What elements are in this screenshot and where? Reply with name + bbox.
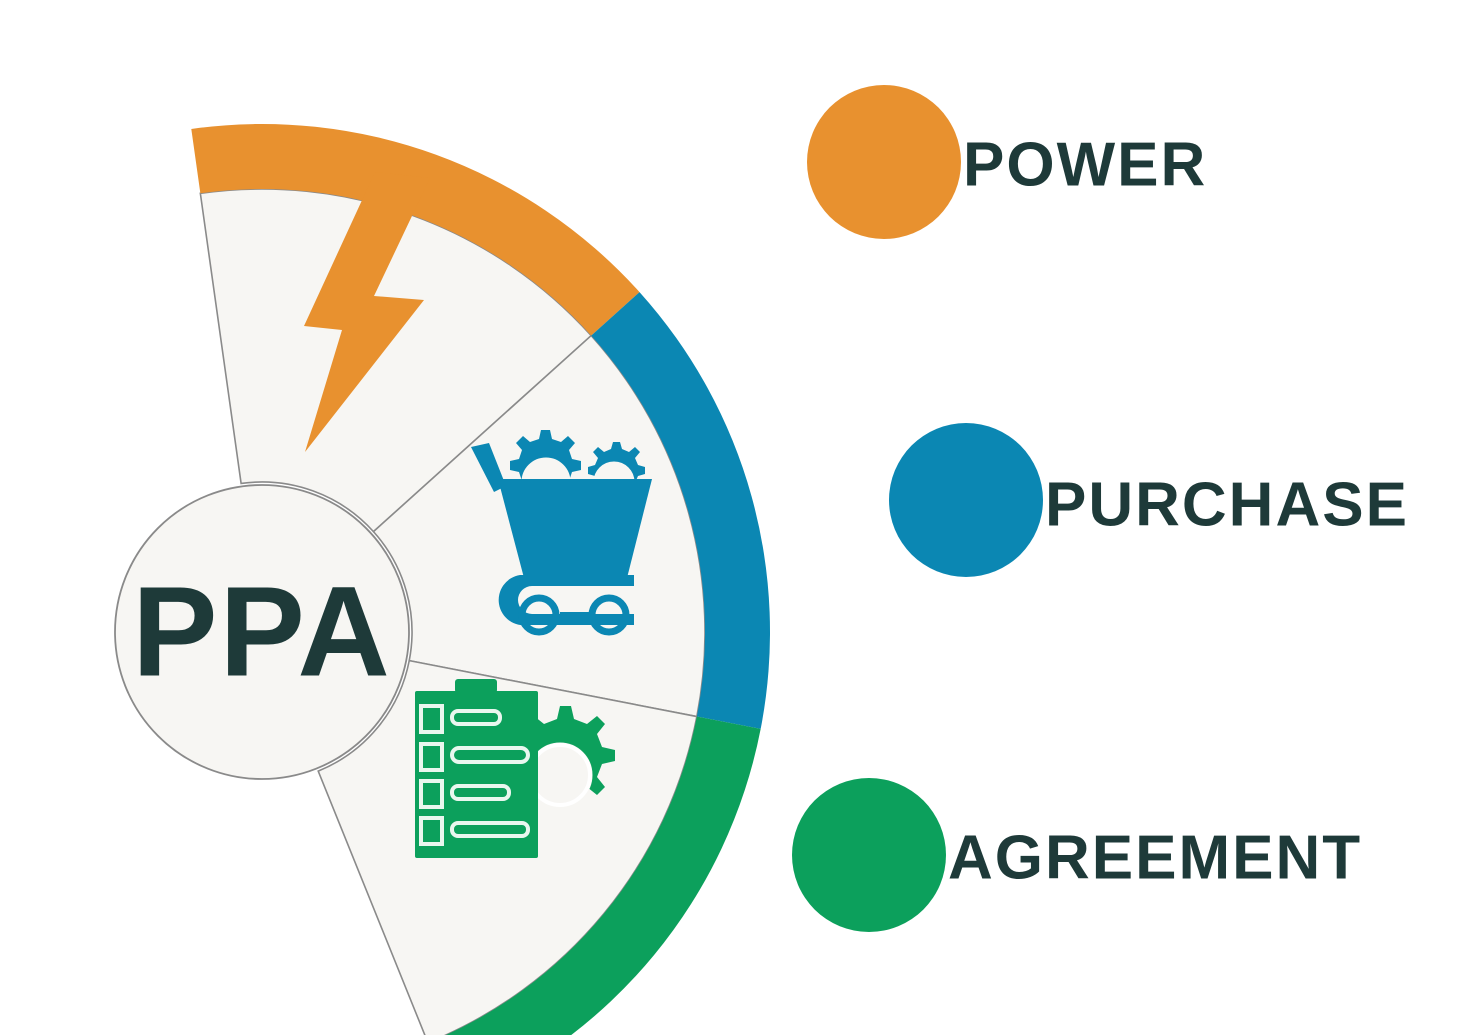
- shopping-cart-gears-icon: [471, 430, 652, 636]
- legend-label-purchase: PURCHASE: [1045, 471, 1409, 540]
- clipboard-checklist-gear-icon: [415, 679, 615, 858]
- arc-band-agreement[interactable]: [428, 716, 761, 1035]
- legend-label-agreement: AGREEMENT: [948, 824, 1362, 893]
- legend-item-purchase[interactable]: PURCHASE: [889, 423, 1409, 577]
- center-circle[interactable]: [114, 484, 410, 780]
- legend-item-agreement[interactable]: AGREEMENT: [792, 778, 1362, 932]
- legend-item-power[interactable]: POWER: [807, 85, 1207, 239]
- legend: POWER PURCHASE AGREEMENT: [792, 85, 1409, 932]
- lightning-bolt-icon: [304, 172, 430, 452]
- legend-bullet-purchase[interactable]: [889, 423, 1043, 577]
- acronym-text: PPA: [132, 561, 392, 704]
- outer-arc-bands: [191, 123, 771, 1035]
- arc-band-purchase[interactable]: [591, 292, 771, 729]
- legend-label-power: POWER: [963, 131, 1207, 200]
- legend-bullet-agreement[interactable]: [792, 778, 946, 932]
- legend-bullet-power[interactable]: [807, 85, 961, 239]
- arc-band-power[interactable]: [191, 123, 640, 336]
